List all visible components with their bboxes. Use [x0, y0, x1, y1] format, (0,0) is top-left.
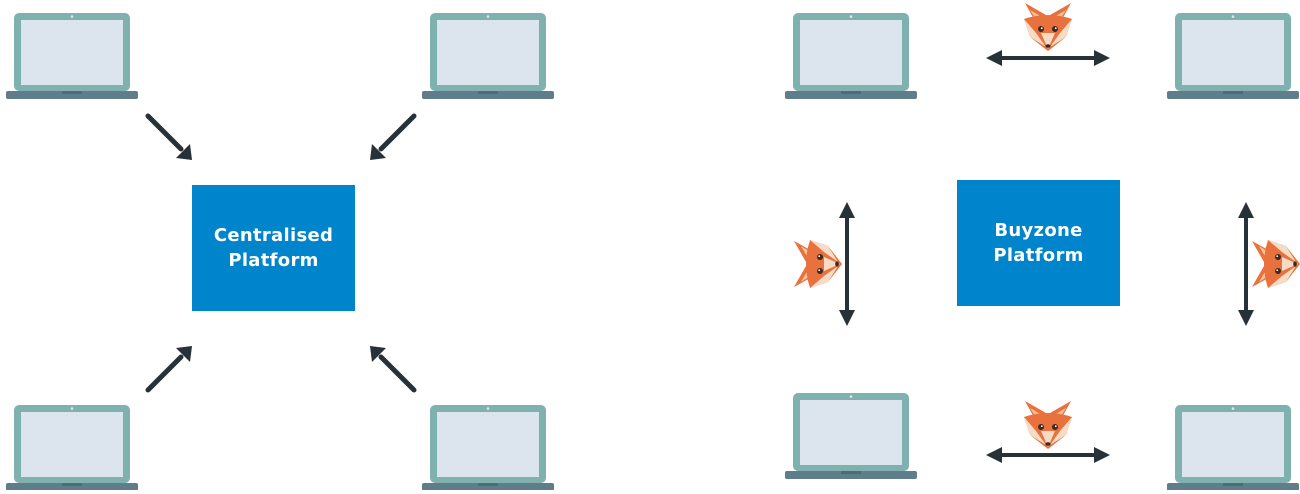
- double-arrow-icon: [986, 50, 1110, 66]
- arrow-icon: [370, 346, 417, 393]
- double-arrow-icon: [986, 447, 1110, 463]
- double-arrow-icon: [839, 202, 855, 326]
- laptop-icon: [785, 13, 917, 99]
- fox-icon: [1252, 240, 1300, 288]
- centralised-platform-label-line2: Platform: [228, 250, 319, 271]
- fox-icon: [794, 240, 842, 288]
- buyzone-platform-label-line2: Platform: [993, 245, 1084, 266]
- laptop-icon: [1167, 405, 1299, 491]
- fox-icon: [1024, 3, 1072, 51]
- laptop-icon: [422, 13, 554, 99]
- laptop-icon: [785, 393, 917, 479]
- laptop-icon: [6, 13, 138, 99]
- centralised-platform-label: Centralised Platform: [214, 223, 333, 273]
- laptop-icon: [1167, 13, 1299, 99]
- laptop-icon: [6, 405, 138, 491]
- arrow-icon: [145, 113, 192, 160]
- arrow-icon: [145, 346, 192, 393]
- buyzone-platform-box: Buyzone Platform: [957, 180, 1120, 306]
- arrow-icon: [370, 113, 417, 160]
- buyzone-platform-label: Buyzone Platform: [993, 218, 1083, 268]
- laptop-icon: [422, 405, 554, 491]
- centralised-platform-label-line1: Centralised: [213, 225, 334, 246]
- fox-icon: [1024, 401, 1072, 449]
- double-arrow-icon: [1238, 202, 1254, 326]
- buyzone-platform-label-line1: Buyzone: [994, 220, 1083, 241]
- centralised-platform-box: Centralised Platform: [192, 185, 355, 311]
